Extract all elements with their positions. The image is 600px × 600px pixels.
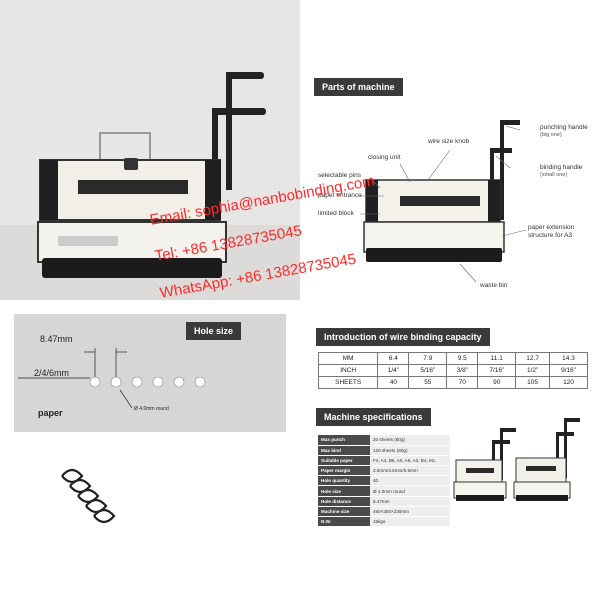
table-cell: 6.4 xyxy=(377,352,410,365)
spec-key: Hole distance xyxy=(318,496,370,507)
spec-value: 40 xyxy=(370,475,450,487)
table-cell: 5/16” xyxy=(408,364,448,377)
capacity-table: MM 6.4 7.9 9.5 11.1 12.7 14.3 INCH 1/4” … xyxy=(317,352,588,389)
table-cell: 55 xyxy=(408,376,448,389)
spec-key: Paper margin xyxy=(318,465,370,477)
label-limited-block: limited block xyxy=(318,210,354,217)
parts-title: Parts of machine xyxy=(314,78,403,96)
table-cell: 12.7 xyxy=(515,352,550,365)
table-cell: MM xyxy=(317,352,379,365)
label-binding-handle: binding handle (small one) xyxy=(540,164,582,179)
table-row: SHEETS 40 55 70 90 105 120 xyxy=(317,376,588,389)
label-selectable-pins: selectable pins xyxy=(318,172,361,179)
punching-handle-text: punching handle xyxy=(540,124,588,131)
spec-value: 15kgs xyxy=(370,516,450,528)
spec-value: 8.47mm xyxy=(370,496,450,507)
table-cell: SHEETS xyxy=(317,376,379,389)
table-cell: 9/16” xyxy=(549,364,588,377)
table-cell: 1/4” xyxy=(377,364,410,377)
table-cell: 14.3 xyxy=(549,352,588,365)
table-cell: 3/8” xyxy=(446,364,479,377)
table-cell: 7.9 xyxy=(408,352,448,365)
table-cell: 90 xyxy=(477,376,517,389)
table-cell: 70 xyxy=(446,376,479,389)
spec-key: Hole quantity xyxy=(318,475,370,487)
parts-panel: Parts of machine wire size knob punching… xyxy=(300,0,600,300)
specs-panel: Introduction of wire binding capacity MM… xyxy=(300,300,600,600)
table-cell: 120 xyxy=(549,376,588,389)
spec-value: 450×350×230mm xyxy=(370,506,450,518)
table-cell: INCH xyxy=(317,364,379,377)
label-closing-unit: closing unit xyxy=(368,154,401,161)
table-cell: 7/16” xyxy=(477,364,517,377)
table-row: INCH 1/4” 5/16” 3/8” 7/16” 1/2” 9/16” xyxy=(317,364,588,377)
table-cell: 40 xyxy=(377,376,410,389)
spec-value: Ø 4.0mm round xyxy=(370,485,450,497)
paper-extension-text: paper extension xyxy=(528,224,575,231)
hole-margin: 2/4/6mm xyxy=(34,368,70,378)
spec-key: Max punch xyxy=(318,435,370,446)
label-paper-entrance: paper entrance xyxy=(318,192,362,199)
label-paper-extension: paper extension structure for A3 xyxy=(528,224,574,240)
table-row: N.W.15kgs xyxy=(318,516,450,528)
product-photo-panel xyxy=(0,0,300,300)
table-cell: 105 xyxy=(515,376,550,389)
punching-handle-note: (big one) xyxy=(540,132,562,139)
spec-key: Machine size xyxy=(318,506,370,518)
binding-handle-text: binding handle xyxy=(540,164,583,171)
spec-key: N.W. xyxy=(318,516,370,528)
capacity-title: Introduction of wire binding capacity xyxy=(316,328,490,346)
spec-key: Suitable paper xyxy=(318,455,370,467)
table-cell: 9.5 xyxy=(446,352,479,365)
hole-round: Ø 4.0mm round xyxy=(134,406,169,412)
spec-key: Max bind xyxy=(318,445,370,456)
spec-value: 120 sheets (80g) xyxy=(370,445,450,456)
table-cell: 1/2” xyxy=(515,364,550,377)
label-punching-handle: punching handle (big one) xyxy=(540,124,588,139)
spec-value: 20 sheets (80g) xyxy=(370,435,450,446)
hole-pitch: 8.47mm xyxy=(40,334,73,344)
hole-size-panel: Hole size 8.47mm 2/4/6mm paper Ø 4.0mm r… xyxy=(0,300,300,600)
binding-handle-note: (small one) xyxy=(540,172,568,179)
parts-machine-diagram xyxy=(360,120,527,283)
label-waste-bin: waste bin xyxy=(480,282,508,289)
label-wire-size-knob: wire size knob xyxy=(428,138,470,145)
table-row: MM 6.4 7.9 9.5 11.1 12.7 14.3 xyxy=(317,352,588,365)
paper-extension-text-2: structure for A3 xyxy=(528,232,573,240)
spec-key: Hole size xyxy=(318,485,370,497)
hole-diagram xyxy=(14,314,286,524)
binding-machine-photo xyxy=(0,0,300,300)
spec-value: F4, A4, B5, A5, A6, A3, B4, etc. xyxy=(370,455,450,467)
specs-title: Machine specifications xyxy=(316,408,431,426)
hole-size-title: Hole size xyxy=(186,322,242,340)
paper-label: paper xyxy=(38,408,63,418)
spec-value: 2.5mm/4.5mm/6.5mm xyxy=(370,465,450,477)
table-cell: 11.1 xyxy=(477,352,517,365)
